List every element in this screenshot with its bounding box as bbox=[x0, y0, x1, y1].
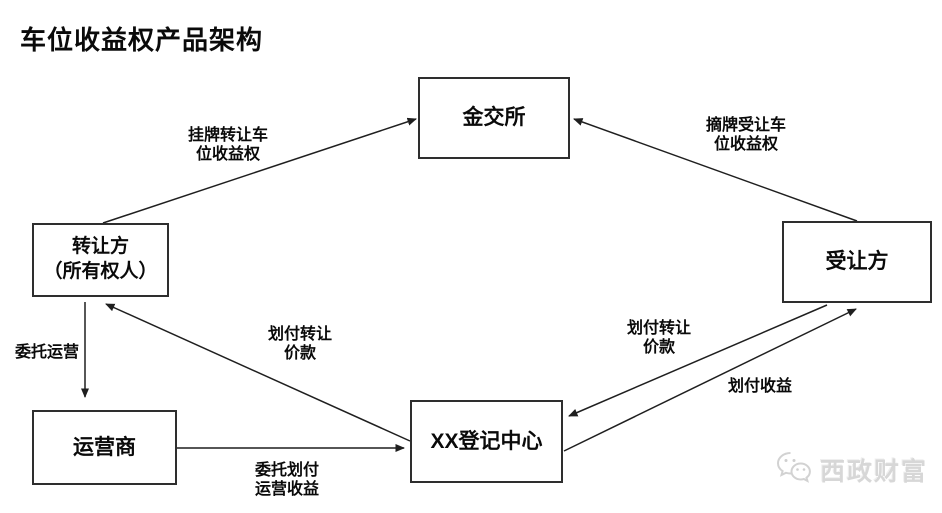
page-title: 车位收益权产品架构 bbox=[20, 25, 264, 55]
node-registry: XX登记中心 bbox=[410, 400, 563, 483]
arrow-pay-price-left bbox=[105, 303, 411, 442]
edge-label-pay-transfer-price-right: 划付转让 价款 bbox=[626, 320, 692, 356]
node-operator: 运营商 bbox=[32, 410, 177, 485]
watermark: 西政财富 bbox=[773, 447, 928, 492]
arrow-delist-accept bbox=[573, 118, 858, 222]
node-transferor: 转让方 （所有权人） bbox=[32, 223, 169, 297]
edge-label-pay-income: 划付收益 bbox=[727, 378, 793, 395]
node-transferee: 受让方 bbox=[782, 221, 932, 303]
node-exchange: 金交所 bbox=[418, 77, 570, 159]
edge-label-entrust-operation: 委托运营 bbox=[14, 344, 80, 361]
wechat-chat-bubbles-icon bbox=[773, 447, 813, 492]
watermark-brand-text: 西政财富 bbox=[820, 457, 929, 486]
edge-label-list-transfer: 挂牌转让车 位收益权 bbox=[187, 127, 269, 163]
arrow-list-transfer bbox=[102, 117, 417, 224]
arrow-pay-price-right bbox=[568, 304, 828, 417]
edge-label-entrust-pay-revenue: 委托划付 运营收益 bbox=[254, 462, 320, 498]
edge-label-pay-transfer-price-left: 划付转让 价款 bbox=[267, 326, 333, 362]
edge-label-delist-accept: 摘牌受让车 位收益权 bbox=[705, 117, 787, 153]
arrow-pay-income bbox=[563, 308, 857, 452]
